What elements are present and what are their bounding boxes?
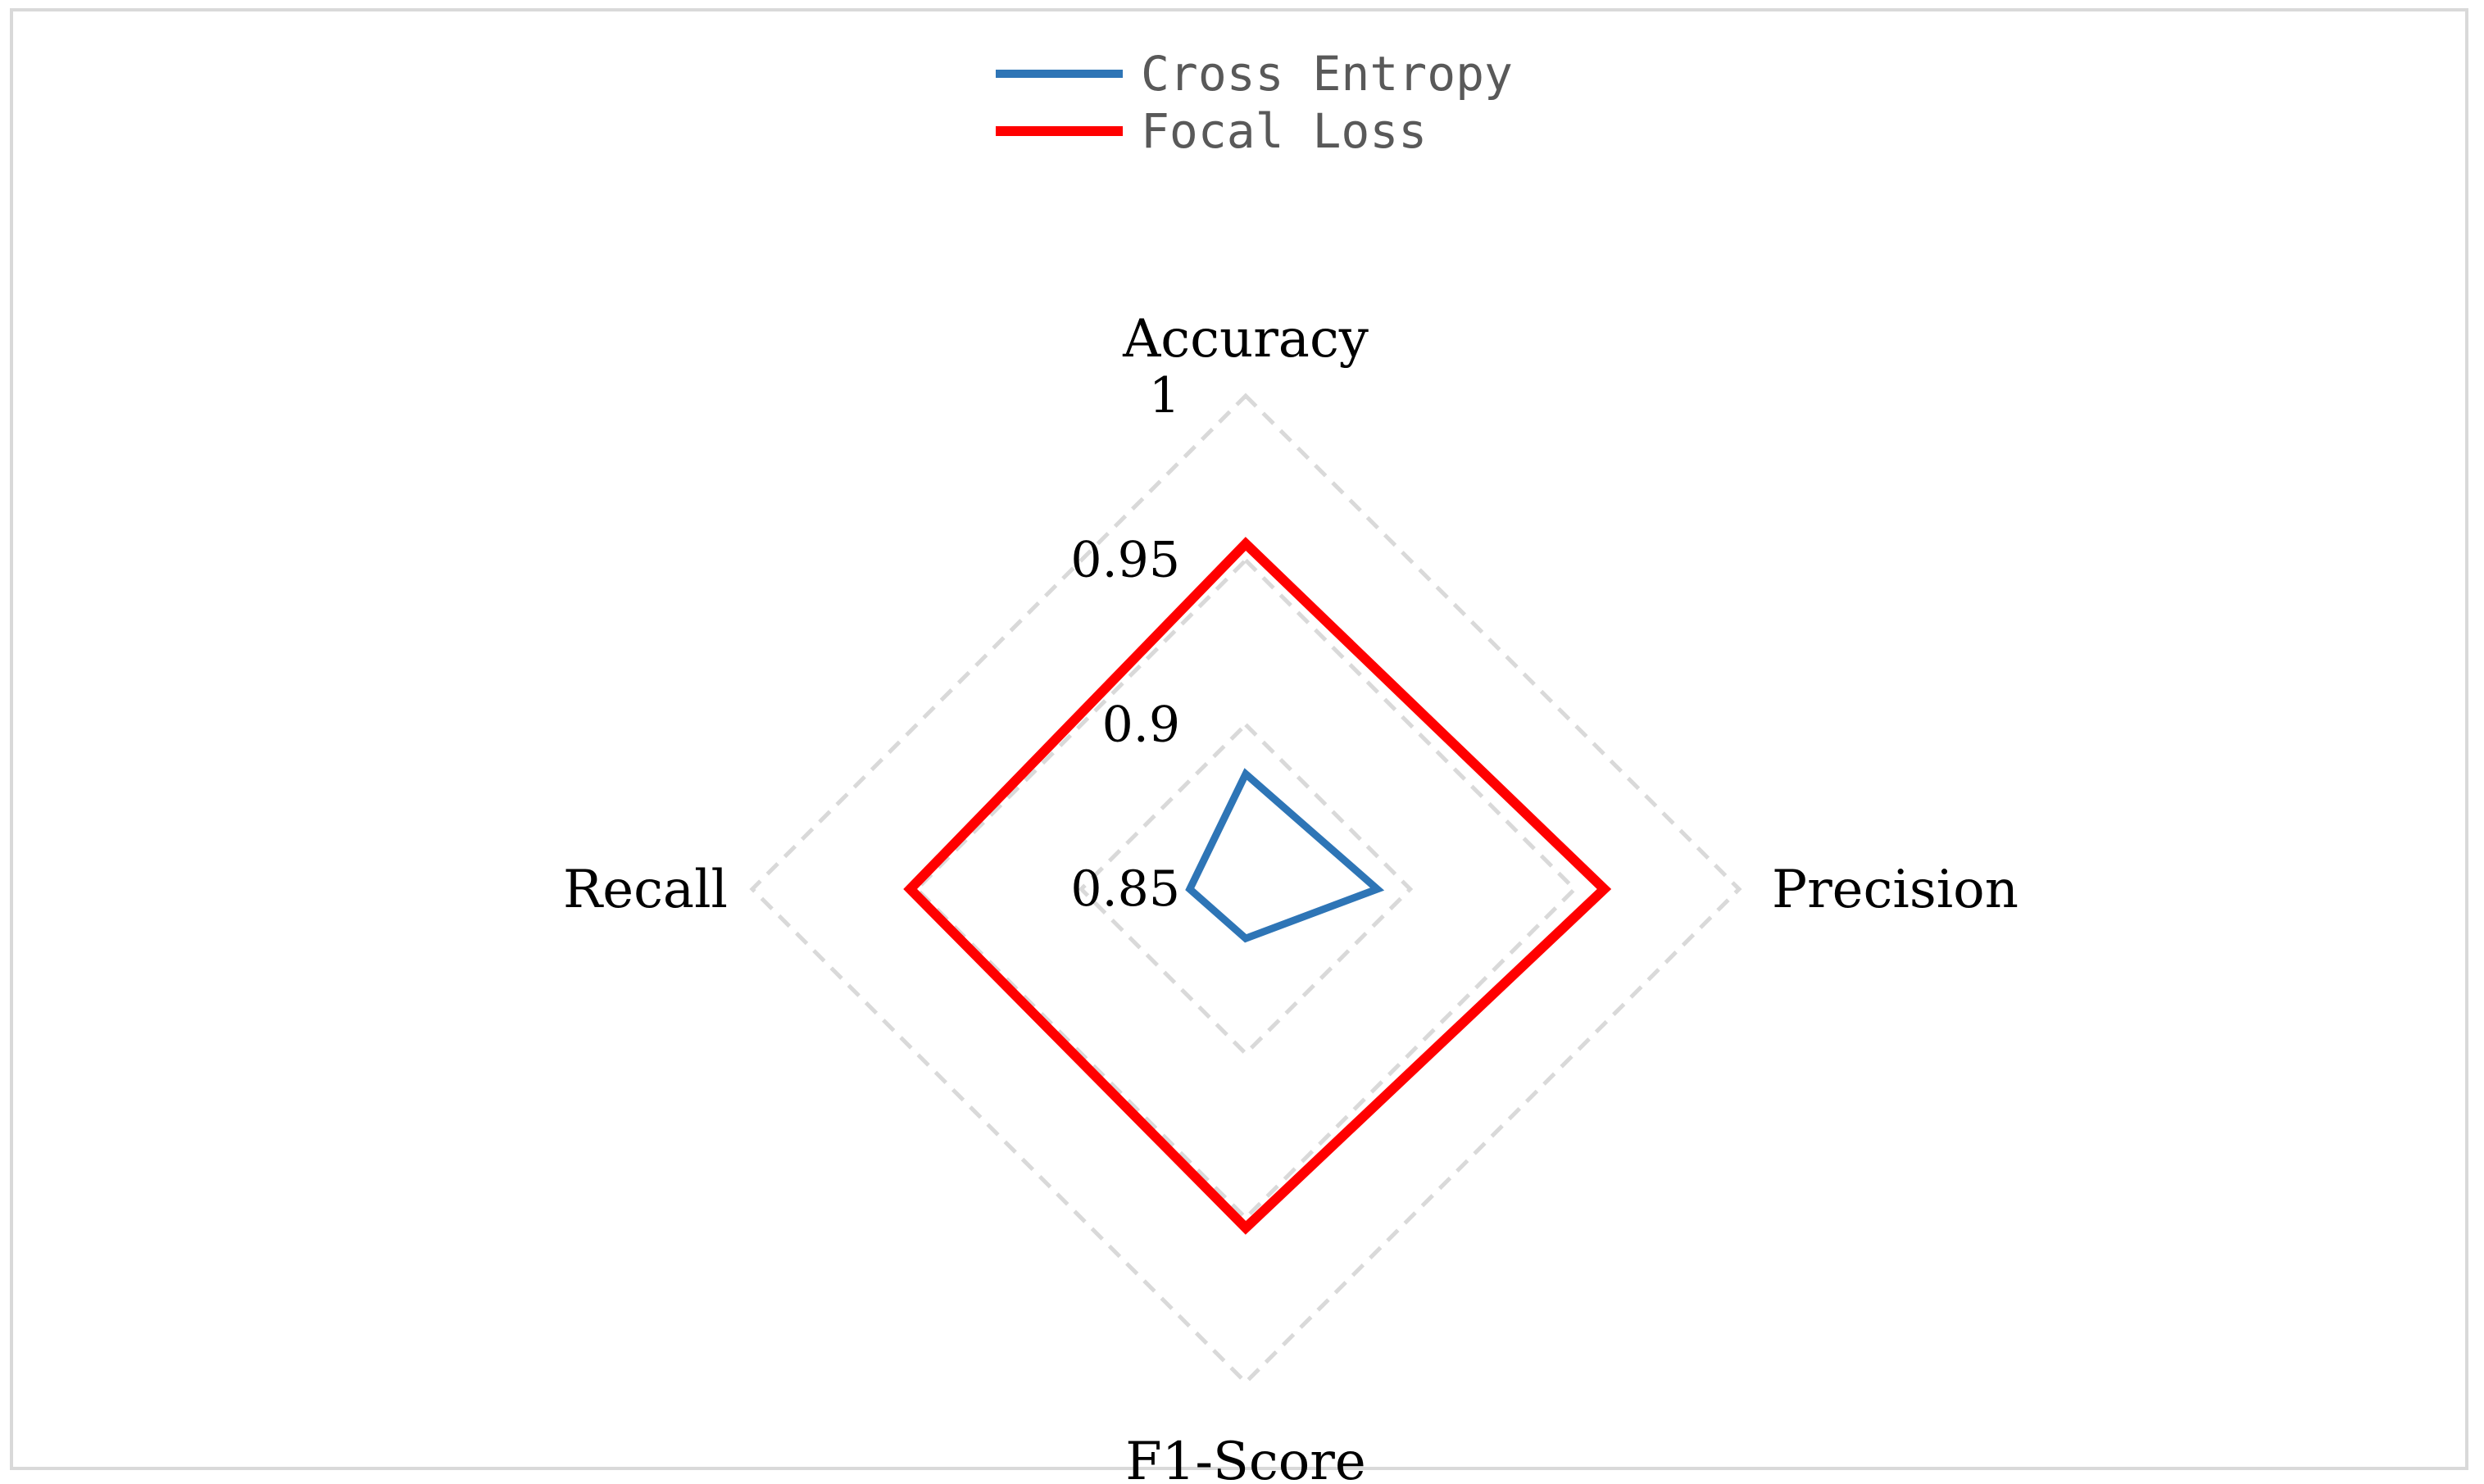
- legend-label-1: Focal Loss: [1141, 103, 1427, 159]
- axis-label-recall: Recall: [563, 860, 728, 920]
- axis-label-f1-score: F1-Score: [1125, 1432, 1365, 1484]
- radial-tick-label: 1: [1149, 367, 1180, 424]
- radial-tick-label: 0.95: [1070, 532, 1180, 589]
- series-polygon-0: [1185, 768, 1385, 943]
- series-layer: [903, 537, 1612, 1235]
- radial-tick-label: 0.85: [1070, 860, 1180, 918]
- radial-tick-label: 0.9: [1102, 696, 1180, 753]
- axis-label-accuracy: Accuracy: [1122, 309, 1369, 370]
- series-polygon-1: [903, 537, 1612, 1235]
- grid-ring-3: [749, 393, 1742, 1386]
- grid-ring-1: [1078, 721, 1414, 1057]
- tick-layer: 0.85 0.9 0.95 1: [1070, 367, 1180, 918]
- axis-label-precision: Precision: [1772, 860, 2019, 920]
- grid-ring-2: [914, 557, 1578, 1221]
- legend-label-0: Cross Entropy: [1141, 46, 1513, 102]
- grid-layer: [749, 393, 1742, 1386]
